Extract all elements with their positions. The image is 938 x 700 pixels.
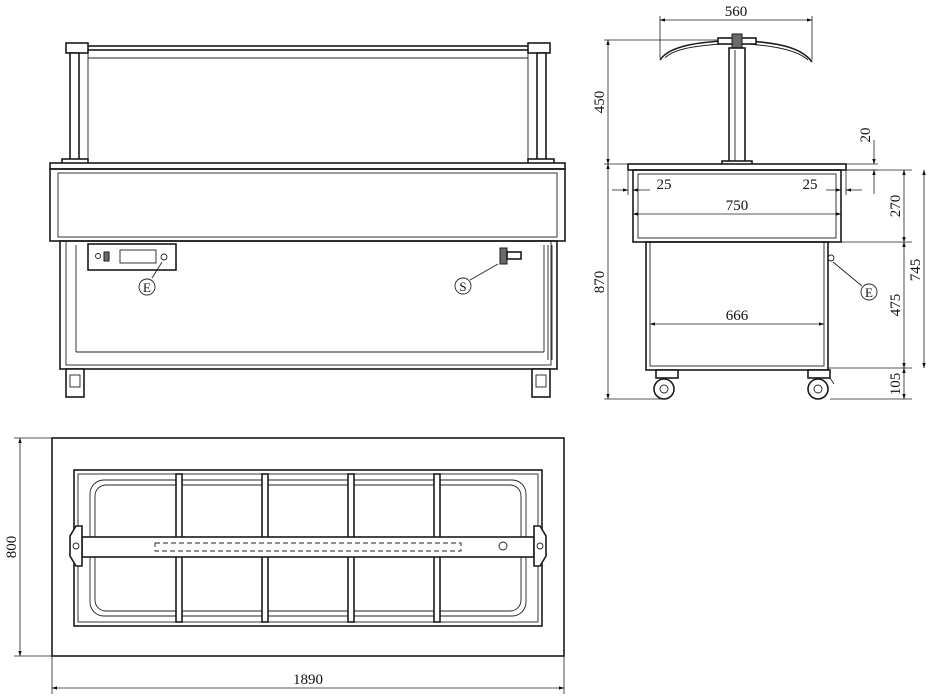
electric-connection-marker-side (860, 283, 878, 301)
dim-upper-box-height: 270 (888, 195, 904, 218)
dim-top-thickness: 20 (858, 128, 874, 143)
side-dimensions: 560 450 870 20 25 25 750 666 (592, 4, 926, 400)
dim-overhang-right: 25 (803, 177, 818, 193)
switch-label: S (459, 279, 466, 294)
dim-total-height: 870 (592, 271, 608, 294)
dim-body-height: 745 (908, 259, 924, 282)
dim-length: 1890 (293, 672, 323, 688)
dim-top-depth: 750 (726, 198, 749, 214)
side-view: E (627, 33, 878, 400)
dim-cabinet-height: 475 (888, 294, 904, 317)
electric-label-front: E (143, 280, 151, 295)
dim-depth: 800 (4, 536, 20, 559)
top-dimensions: 800 1890 (4, 437, 565, 694)
control-panel (87, 243, 177, 271)
dim-wheel-height: 105 (888, 373, 904, 396)
dim-glass-height: 450 (592, 91, 608, 114)
dim-top-width: 560 (725, 4, 748, 20)
electric-connection-marker (138, 278, 156, 296)
switch-marker (454, 277, 472, 295)
front-view: E S (49, 42, 566, 398)
top-view (51, 437, 565, 657)
dim-base-width: 666 (726, 308, 749, 324)
electric-label-side: E (865, 285, 873, 300)
dim-overhang-left: 25 (657, 177, 672, 193)
